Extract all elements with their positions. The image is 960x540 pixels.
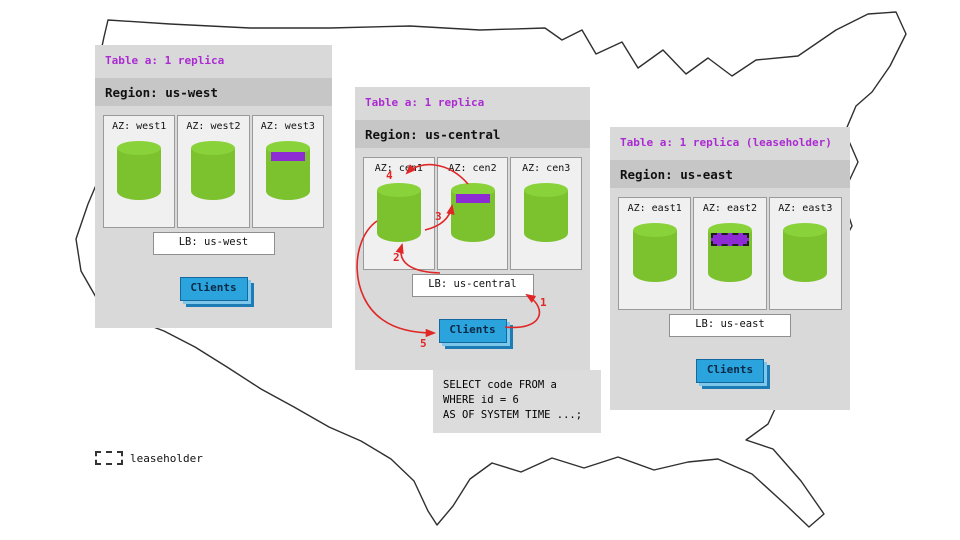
az-label: AZ: west3: [260, 121, 315, 132]
region-label: Region: us-west: [105, 84, 218, 100]
database-cylinder-icon: [117, 141, 162, 200]
replica-band: [270, 152, 305, 161]
az-label: AZ: east1: [627, 203, 682, 214]
load-balancer-box: LB: us-central: [411, 274, 534, 297]
legend: leaseholder: [95, 451, 203, 465]
load-balancer-box: LB: us-east: [669, 314, 791, 337]
sql-line-3: AS OF SYSTEM TIME ...;: [443, 409, 583, 422]
region-panel-us-west: Table a: 1 replica Region: us-west AZ: w…: [95, 45, 332, 328]
az-label: AZ: east3: [778, 203, 833, 214]
az-column-cen2: AZ: cen2: [436, 157, 509, 270]
region-panel-us-east: Table a: 1 replica (leaseholder) Region:…: [610, 127, 850, 410]
table-replica-label: Table a: 1 replica (leaseholder): [620, 136, 832, 149]
load-balancer-box: LB: us-west: [152, 232, 275, 255]
database-cylinder-icon: [376, 183, 421, 242]
database-cylinder-icon: [450, 183, 495, 242]
az-label: AZ: cen1: [374, 163, 423, 174]
sql-query-box: SELECT code FROM a WHERE id = 6 AS OF SY…: [433, 370, 601, 433]
az-label: AZ: west2: [186, 121, 241, 132]
database-cylinder-icon: [191, 141, 236, 200]
az-row: AZ: east1 AZ: east2 AZ: east3: [618, 197, 842, 310]
database-cylinder-icon: [265, 141, 310, 200]
database-cylinder-icon: [524, 183, 569, 242]
clients-box: Clients: [696, 359, 764, 383]
az-column-west3: AZ: west3: [251, 115, 324, 228]
region-label: Region: us-east: [620, 166, 733, 182]
region-band: Region: us-west: [95, 78, 332, 106]
region-band: Region: us-east: [610, 160, 850, 188]
clients-box: Clients: [438, 319, 507, 343]
sql-line-1: SELECT code FROM a: [443, 379, 557, 391]
region-panel-us-central: Table a: 1 replica Region: us-central AZ…: [355, 87, 590, 370]
region-label: Region: us-central: [365, 126, 501, 142]
az-column-cen3: AZ: cen3: [510, 157, 583, 270]
replica-band: [710, 233, 749, 246]
replica-band: [455, 194, 490, 203]
az-column-west1: AZ: west1: [103, 115, 176, 228]
region-band: Region: us-central: [355, 120, 590, 148]
legend-label: leaseholder: [130, 451, 203, 465]
az-column-west2: AZ: west2: [177, 115, 250, 228]
az-column-east1: AZ: east1: [618, 197, 692, 310]
az-label: AZ: west1: [112, 121, 167, 132]
leaseholder-swatch-icon: [95, 451, 123, 465]
az-row: AZ: cen1 AZ: cen2 AZ: cen3: [363, 157, 583, 270]
sql-line-2: WHERE id = 6: [443, 394, 519, 407]
table-replica-label: Table a: 1 replica: [365, 96, 485, 109]
database-cylinder-icon: [632, 223, 677, 282]
az-label: AZ: cen3: [522, 163, 571, 174]
az-column-cen1: AZ: cen1: [363, 157, 435, 270]
az-column-east2: AZ: east2: [693, 197, 767, 310]
az-label: AZ: east2: [702, 203, 758, 214]
database-cylinder-icon: [783, 223, 828, 282]
az-column-east3: AZ: east3: [768, 197, 842, 310]
az-row: AZ: west1 AZ: west2 AZ: west3: [103, 115, 324, 228]
database-cylinder-icon: [707, 223, 752, 282]
clients-box: Clients: [179, 277, 248, 301]
table-replica-label: Table a: 1 replica: [105, 54, 225, 67]
az-label: AZ: cen2: [448, 163, 497, 174]
